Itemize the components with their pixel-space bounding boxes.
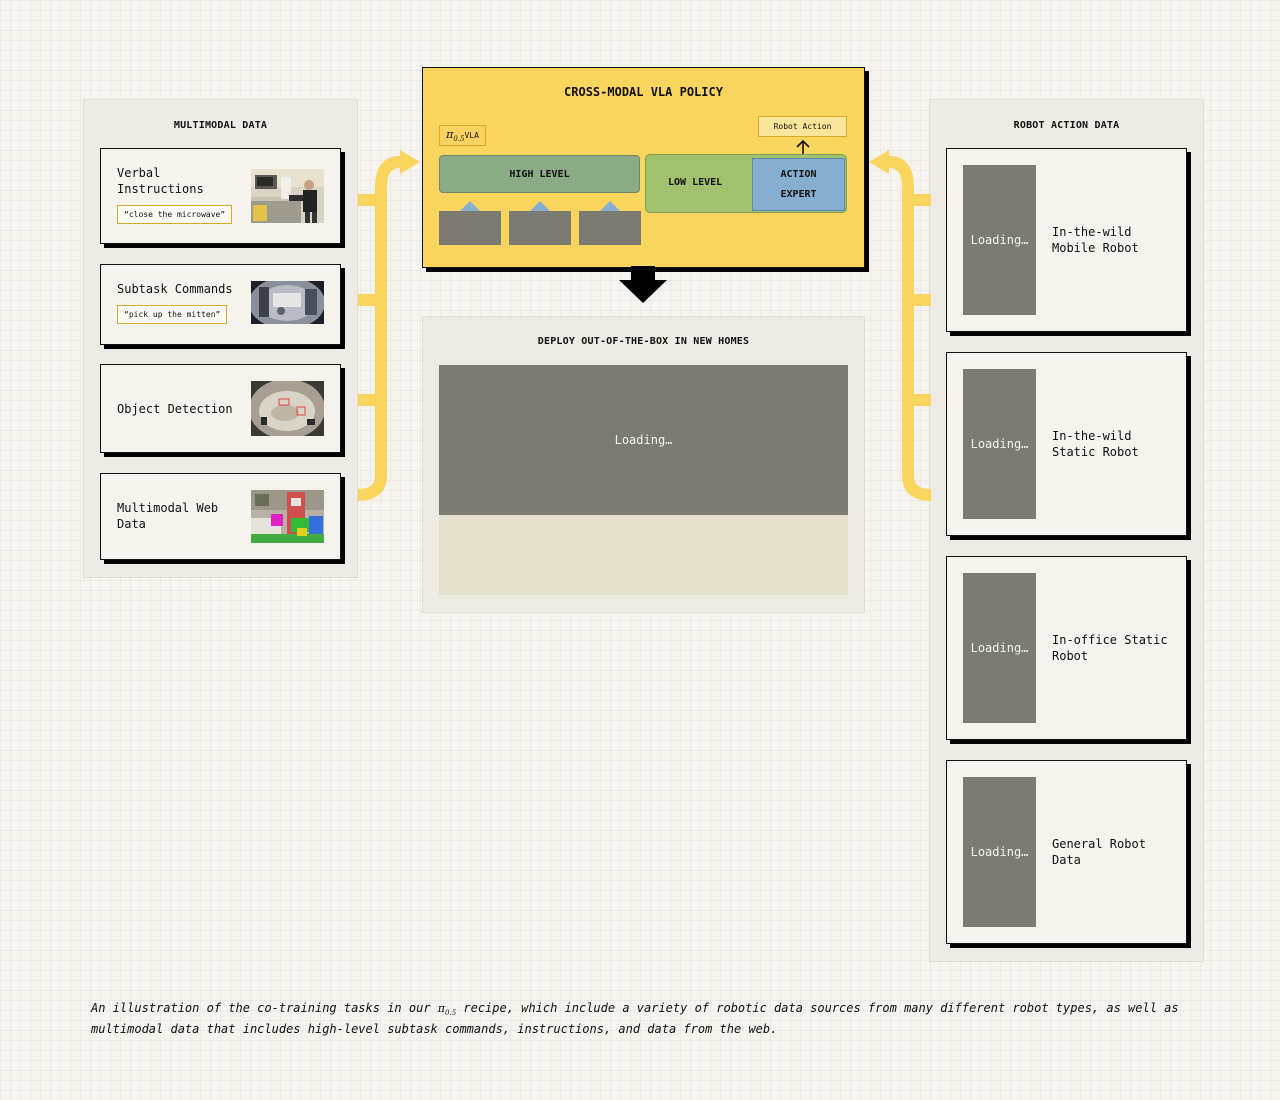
deploy-panel: DEPLOY OUT-OF-THE-BOX IN NEW HOMES Loadi… — [422, 316, 865, 613]
robot-action-data-title: ROBOT ACTION DATA — [1013, 120, 1120, 131]
robot-card-mobile-wild: Loading… In-the-wild Mobile Robot — [946, 148, 1187, 332]
subtask-command-quote: “pick up the mitten” — [117, 305, 228, 324]
robot-card-general: Loading… General Robot Data — [946, 760, 1187, 944]
robot-card-label: In-the-wild Static Robot — [1052, 429, 1139, 459]
kitchen-photo — [251, 169, 324, 223]
robot-action-output: Robot Action — [758, 116, 847, 137]
caption-pi-subscript: 0.5 — [445, 1009, 457, 1018]
vla-policy-box: CROSS-MODAL VLA POLICY π0.5 VLA Robot Ac… — [422, 67, 865, 268]
robot-video-placeholder: Loading… — [963, 165, 1036, 315]
action-expert-line1: ACTION — [780, 169, 817, 180]
caption-text-after: recipe, which include a variety of robot… — [91, 1001, 1179, 1037]
pi-symbol: π — [446, 127, 454, 141]
robot-card-label: General Robot Data — [1052, 837, 1146, 867]
subtask-commands-card: Subtask Commands “pick up the mitten” — [100, 264, 341, 345]
action-expert-block: ACTION EXPERT — [752, 158, 845, 211]
down-arrow-icon — [619, 266, 667, 303]
low-level-label: LOW LEVEL — [668, 177, 723, 188]
object-detection-card: Object Detection — [100, 364, 341, 453]
input-token-image-3 — [579, 211, 641, 245]
deploy-title: DEPLOY OUT-OF-THE-BOX IN NEW HOMES — [537, 336, 750, 347]
robot-card-office-static: Loading… In-office Static Robot — [946, 556, 1187, 740]
multimodal-data-title: MULTIMODAL DATA — [173, 120, 268, 131]
robot-video-placeholder: Loading… — [963, 369, 1036, 519]
right-flow-arrow — [869, 150, 932, 501]
robot-card-static-wild: Loading… In-the-wild Static Robot — [946, 352, 1187, 536]
object-detection-label: Object Detection — [117, 402, 233, 416]
left-flow-arrow — [357, 150, 420, 501]
input-token-image-2 — [509, 211, 571, 245]
pi-subscript: 0.5 — [453, 135, 465, 144]
deploy-video-strip — [439, 515, 848, 595]
robot-card-label: In-office Static Robot — [1052, 633, 1168, 663]
segmented-room-photo — [251, 490, 324, 543]
vla-tag-suffix: VLA — [464, 131, 479, 140]
robot-card-label: In-the-wild Mobile Robot — [1052, 225, 1139, 255]
verbal-instructions-card: Verbal Instructions “close the microwave… — [100, 148, 341, 244]
pi05-vla-tag: π0.5 VLA — [439, 125, 486, 146]
low-level-block: LOW LEVEL ACTION EXPERT — [645, 154, 847, 213]
fisheye-detection-photo — [251, 381, 324, 436]
robot-video-placeholder: Loading… — [963, 573, 1036, 723]
fisheye-room-photo — [251, 281, 324, 324]
input-token-image-1 — [439, 211, 501, 245]
token-triangles — [459, 201, 621, 212]
deploy-video-placeholder: Loading… — [439, 365, 848, 515]
figure-caption: An illustration of the co-training tasks… — [91, 1000, 1201, 1037]
multimodal-web-data-label: Multimodal Web Data — [117, 501, 219, 531]
high-level-block: HIGH LEVEL — [439, 155, 640, 193]
vla-policy-title: CROSS-MODAL VLA POLICY — [564, 85, 723, 99]
action-expert-line2: EXPERT — [780, 189, 817, 200]
multimodal-web-data-card: Multimodal Web Data — [100, 473, 341, 560]
verbal-instruction-quote: “close the microwave” — [117, 205, 233, 224]
high-level-label: HIGH LEVEL — [509, 168, 570, 180]
verbal-instructions-label: Verbal Instructions — [117, 166, 204, 196]
caption-text-before: An illustration of the co-training tasks… — [91, 1001, 438, 1015]
up-arrow-icon — [796, 139, 810, 154]
caption-pi-symbol: π — [437, 1002, 446, 1015]
subtask-commands-label: Subtask Commands — [117, 282, 233, 296]
robot-video-placeholder: Loading… — [963, 777, 1036, 927]
